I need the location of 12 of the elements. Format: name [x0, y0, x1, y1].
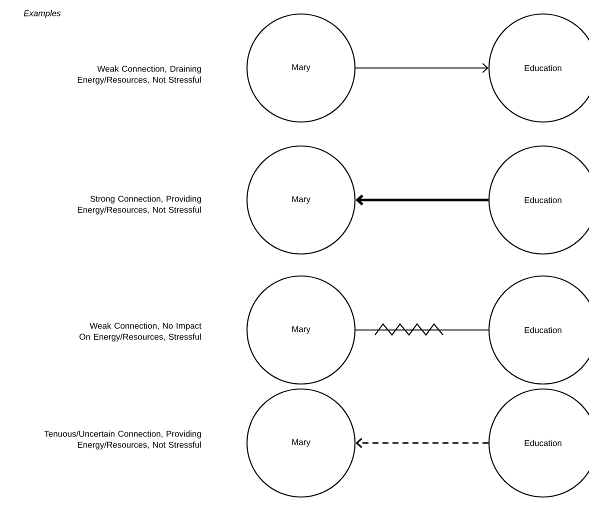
circle-node: Mary: [246, 275, 356, 385]
arrow: [356, 63, 488, 73]
arrow: [356, 438, 488, 448]
arrow: [356, 194, 488, 206]
title: Examples: [24, 10, 61, 18]
row-label: Weak Connection, No Impact On Energy/Resources, Stressful: [80, 322, 202, 342]
circle-node: Mary: [246, 145, 356, 255]
row-label: Strong Connection, Providing Energy/Resources, Not Stressful: [78, 196, 201, 214]
circle-node: Mary: [246, 388, 356, 498]
circle-node: Mary: [246, 13, 356, 123]
row-label: Tenuous/Uncertain Connection, Providing Energy/Resources, Not Stressful: [44, 430, 201, 450]
row-label: Weak Connection, Draining Energy/Resources, Not Stressful: [78, 66, 201, 84]
